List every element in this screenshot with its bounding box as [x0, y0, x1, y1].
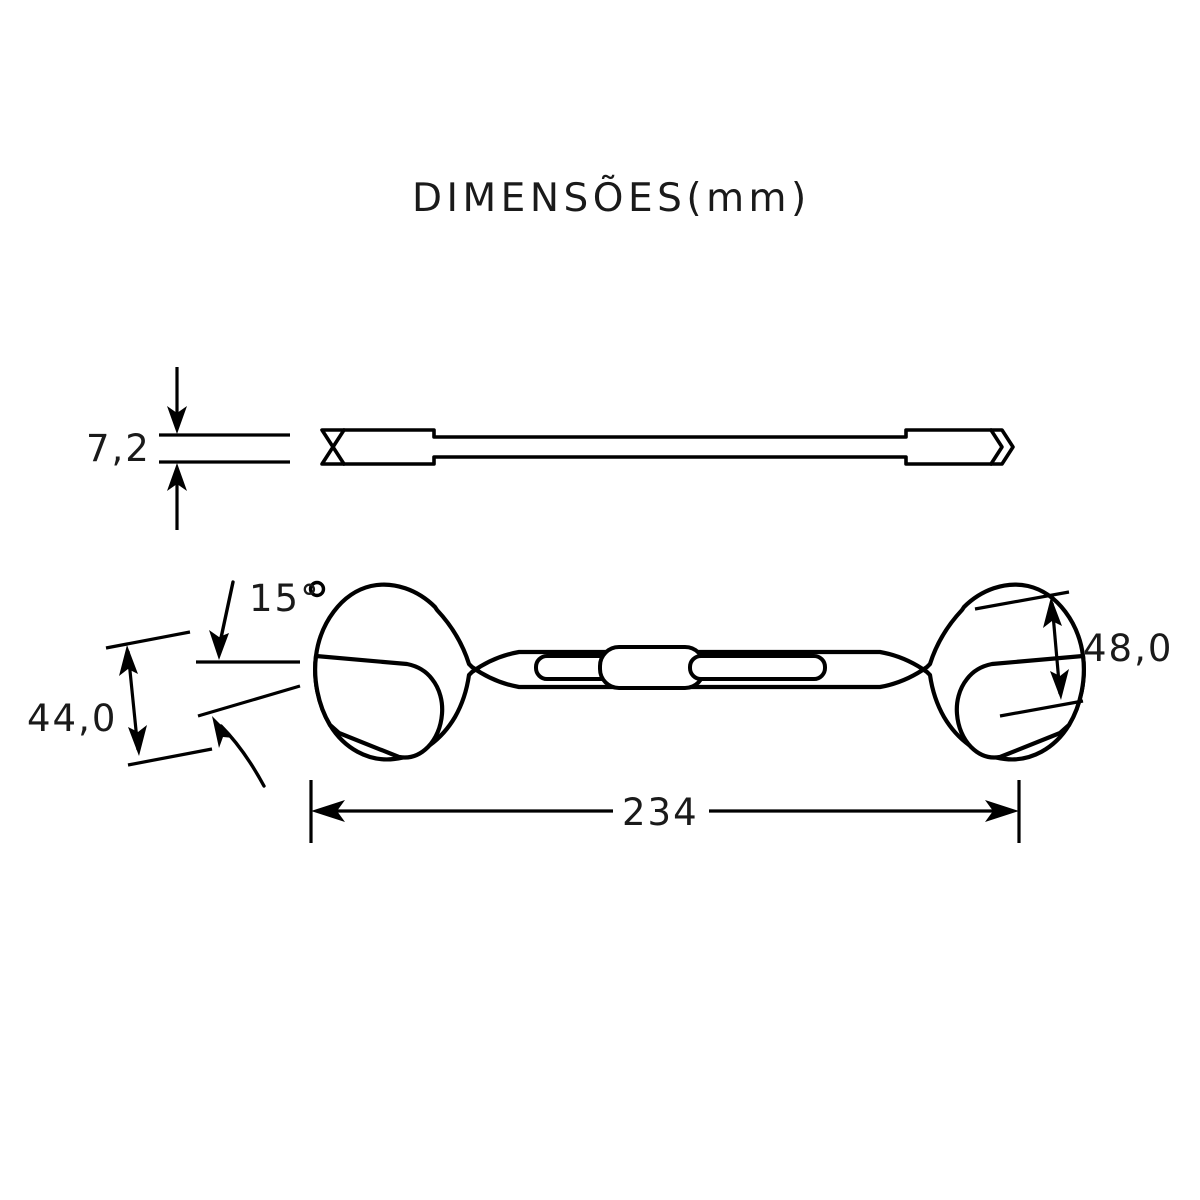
right-head-lower-extension-line	[999, 699, 1084, 718]
angle-leader-line	[219, 580, 235, 640]
plan-view	[308, 580, 1086, 762]
dimension-jaw-angle-15: 15°	[196, 577, 321, 664]
angle-leader-arrowhead	[209, 630, 229, 660]
left-head-lower-extension-line	[127, 747, 213, 767]
side-profile-right-notch	[989, 428, 1004, 466]
right-jaw-opening	[954, 653, 1086, 760]
length-right-arrowhead	[985, 800, 1019, 822]
left-head-lower-arrowhead	[128, 725, 147, 756]
left-head-leader-reference-line	[197, 684, 301, 718]
side-profile-left-notch	[331, 428, 346, 466]
reference-point-marker	[308, 580, 326, 598]
left-head-dimension-label: 44,0	[27, 697, 117, 740]
thickness-lower-arrowhead	[167, 463, 187, 491]
overall-length-label: 234	[622, 791, 699, 834]
left-head-upper-arrowhead	[119, 645, 138, 676]
right-head-upper-arrowhead	[1043, 597, 1062, 628]
dimension-thickness-7-2: 7,2	[86, 367, 290, 530]
thickness-upper-arrowhead	[167, 406, 187, 434]
side-profile-outline	[320, 428, 1015, 466]
drawing-title: DIMENSÕES(mm)	[412, 174, 811, 221]
dimension-right-head-48-0: 48,0	[974, 590, 1173, 718]
jaw-angle-label: 15°	[249, 577, 321, 620]
dimension-overall-length-234: 234	[309, 780, 1021, 843]
right-head-upper-extension-line	[974, 590, 1070, 611]
length-left-arrowhead	[311, 800, 345, 822]
dimension-left-head-44-0: 44,0	[27, 630, 301, 788]
handle-groove-right	[688, 654, 827, 681]
left-jaw-opening	[313, 653, 445, 760]
side-profile-view	[320, 428, 1015, 466]
left-head-leader-arrowhead	[212, 716, 234, 748]
right-head-dimension-label: 48,0	[1083, 627, 1173, 670]
right-head-lower-arrowhead	[1050, 669, 1069, 700]
thickness-dimension-label: 7,2	[86, 427, 151, 470]
left-head-upper-extension-line	[105, 630, 191, 650]
